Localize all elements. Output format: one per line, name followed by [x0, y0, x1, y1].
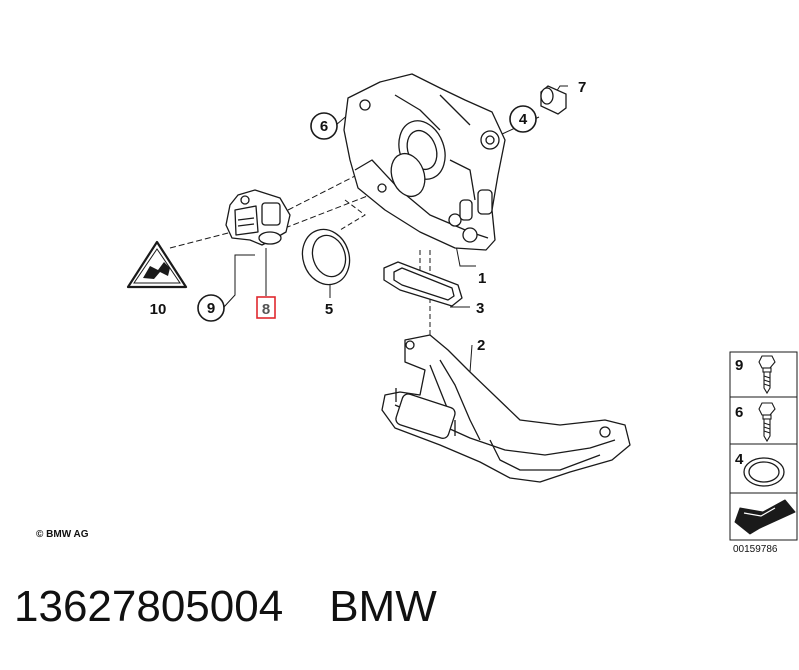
bushing-part-7 [540, 85, 567, 115]
callout-6-circle [310, 112, 338, 140]
callout-10-label: 10 [150, 301, 167, 318]
callout-3-label: 3 [476, 300, 484, 317]
callout-8[interactable]: 8 [256, 296, 276, 319]
callout-10[interactable]: 10 [150, 301, 167, 318]
callout-9-circle [197, 294, 225, 322]
part-number: 13627805004 [14, 582, 284, 631]
callout-9[interactable]: 9 [197, 294, 225, 322]
callout-9-label: 9 [207, 300, 215, 317]
bolt-icon [758, 355, 776, 395]
legend-item-4[interactable]: 4 [735, 451, 785, 487]
legend-item-6[interactable]: 6 [735, 402, 776, 443]
callout-4-circle [509, 105, 537, 133]
callout-5[interactable]: 5 [325, 301, 333, 318]
callout-3[interactable]: 3 [476, 300, 484, 317]
legend-item-9-label: 9 [735, 357, 743, 374]
seal-ring-part-5 [301, 228, 351, 286]
callout-1-label: 1 [478, 270, 486, 287]
callout-7-label: 7 [578, 79, 586, 96]
legend-item-6-label: 6 [735, 404, 743, 421]
electrical-hazard-warning-icon [126, 240, 188, 289]
callout-4[interactable]: 4 [509, 105, 537, 133]
callout-8-highlight-box [256, 296, 276, 319]
callout-4-label: 4 [519, 111, 528, 128]
legend-item-4-label: 4 [735, 451, 744, 468]
callout-1[interactable]: 1 [478, 270, 486, 287]
legend-item-9[interactable]: 9 [735, 355, 776, 395]
bolt-icon [758, 402, 776, 443]
gasket-part-3 [383, 261, 463, 307]
arrow-icon [734, 499, 796, 535]
callout-2-label: 2 [477, 337, 485, 354]
part-caption: 13627805004 BMW [14, 582, 437, 632]
copyright-notice: © BMW AG [36, 529, 89, 540]
oil-pickup-part-2 [381, 334, 631, 483]
sensor-part-8 [225, 189, 291, 246]
callout-8-label: 8 [262, 301, 270, 318]
oil-pump-drawing [343, 73, 506, 251]
callout-5-label: 5 [325, 301, 333, 318]
callout-2[interactable]: 2 [477, 337, 485, 354]
brand-name: BMW [329, 582, 437, 631]
diagram-code: 00159786 [733, 544, 778, 555]
callout-6-label: 6 [320, 118, 328, 135]
callout-7[interactable]: 7 [578, 79, 586, 96]
callout-6[interactable]: 6 [310, 112, 338, 140]
seal-ring-icon [743, 457, 785, 487]
